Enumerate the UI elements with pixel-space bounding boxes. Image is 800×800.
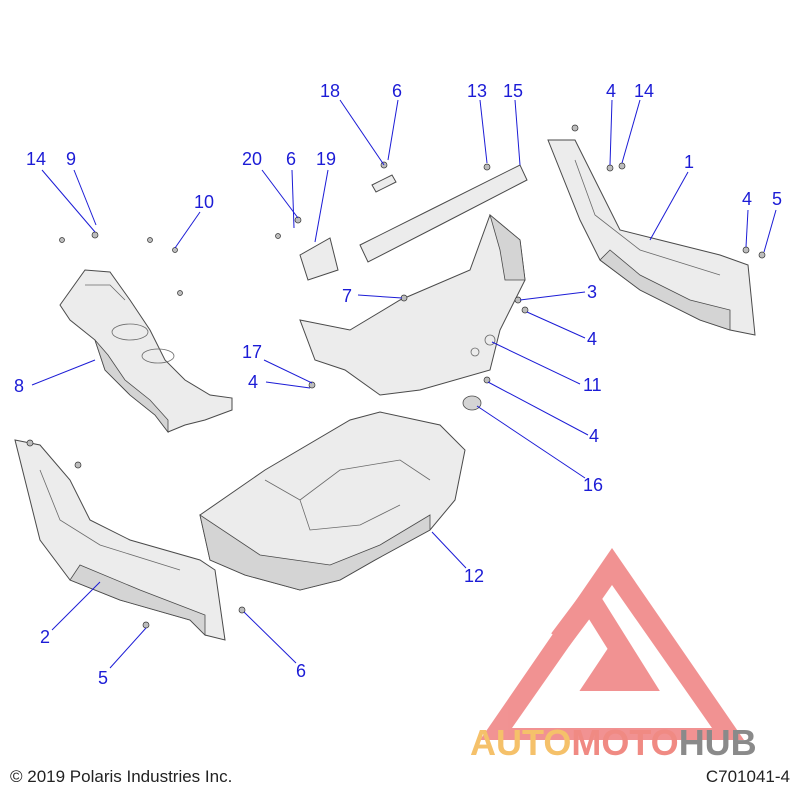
callout-7: 7 (342, 286, 352, 306)
callout-18: 18 (320, 81, 340, 101)
copyright-notice: © 2019 Polaris Industries Inc. (10, 767, 233, 786)
watermark-moto: MOTO (571, 722, 679, 763)
part-15-trim-strip (359, 164, 528, 263)
callout-4: 4 (606, 81, 616, 101)
callout-14: 14 (634, 81, 654, 101)
callout-14: 14 (26, 149, 46, 169)
hardware-fasteners (26, 124, 766, 629)
callout-16: 16 (583, 475, 603, 495)
callout-6: 6 (286, 149, 296, 169)
callout-13: 13 (467, 81, 487, 101)
watermark-auto: AUTO (470, 722, 572, 763)
watermark-hub: HUB (678, 722, 757, 763)
part-11-bulkhead (299, 213, 526, 396)
callout-20: 20 (242, 149, 262, 169)
callout-1: 1 (684, 152, 694, 172)
callout-5: 5 (772, 189, 782, 209)
callout-labels: 18 6 13 15 4 14 1 14 9 10 20 6 19 4 5 7 … (14, 81, 782, 688)
part-2-left-panel (14, 439, 226, 641)
callout-4: 4 (587, 329, 597, 349)
callout-11: 11 (583, 375, 602, 395)
callout-12: 12 (464, 566, 484, 586)
callout-4: 4 (248, 372, 258, 392)
part-12-floor-tub (199, 411, 466, 591)
drawing-number: C701041-4 (705, 767, 790, 786)
part-19-bracket (299, 237, 339, 281)
part-18-plate (371, 174, 397, 193)
callout-4: 4 (589, 426, 599, 446)
callout-17: 17 (242, 342, 262, 362)
callout-3: 3 (587, 282, 597, 302)
part-16-grommet (462, 395, 482, 411)
callout-15: 15 (503, 81, 523, 101)
watermark-wordmark: AUTOMOTOHUB (470, 722, 757, 764)
part-8-console (59, 269, 233, 434)
watermark-logo (480, 548, 744, 740)
leader-lines (31, 99, 777, 669)
callout-9: 9 (66, 149, 76, 169)
callout-2: 2 (40, 627, 50, 647)
callout-6: 6 (296, 661, 306, 681)
callout-5: 5 (98, 668, 108, 688)
part-1-right-panel (547, 139, 756, 336)
callout-6: 6 (392, 81, 402, 101)
callout-10: 10 (194, 192, 214, 212)
callout-19: 19 (316, 149, 336, 169)
callout-8: 8 (14, 376, 24, 396)
callout-4: 4 (742, 189, 752, 209)
